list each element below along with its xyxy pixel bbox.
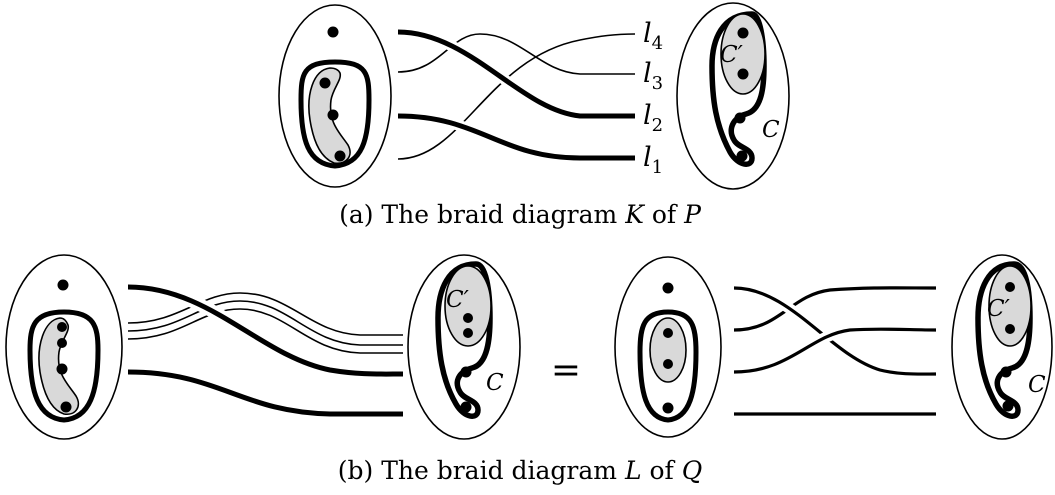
label-l3: l3 — [643, 58, 663, 94]
panel-b-left-disk — [5, 254, 123, 440]
panel-b-mid-disk: C′ C — [407, 254, 521, 440]
strand-l1 — [397, 113, 635, 161]
panel-a-left-disk — [278, 4, 392, 188]
caption-a: (a) The braid diagram K of P — [339, 200, 702, 229]
label-c-b2: C — [1028, 372, 1046, 398]
strand-labels: l4 l3 l2 l1 — [643, 18, 663, 178]
panel-a: l4 l3 l2 l1 C′ C (a) The braid diagram K… — [278, 2, 790, 229]
strand-l2 — [397, 29, 635, 119]
braid-L-equivalent — [733, 282, 937, 416]
label-l4: l4 — [643, 18, 663, 54]
label-c-prime-b1: C′ — [446, 287, 470, 313]
label-c-b1: C — [486, 370, 504, 396]
label-c-prime-b2: C′ — [987, 296, 1011, 322]
braid-L-thick-strand-2 — [127, 369, 403, 417]
braid-L-thick-strand-1 — [127, 284, 404, 377]
label-c-prime-a: C′ — [720, 42, 744, 68]
caption-b: (b) The braid diagram L of Q — [338, 456, 703, 485]
braid-L-doubled — [127, 280, 404, 417]
strand-l4 — [397, 33, 636, 160]
braid-K — [397, 26, 636, 164]
label-l2: l2 — [643, 100, 663, 136]
panel-b-right-left-disk — [614, 256, 722, 438]
panel-b-far-right-disk: C′ C — [951, 254, 1053, 440]
label-l1: l1 — [643, 142, 663, 178]
panel-b: C′ C = — [5, 254, 1053, 485]
label-c-a: C — [762, 117, 780, 143]
panel-a-right-disk: C′ C — [676, 2, 790, 190]
equals-sign: = — [551, 350, 581, 391]
strand-l3 — [397, 33, 635, 75]
